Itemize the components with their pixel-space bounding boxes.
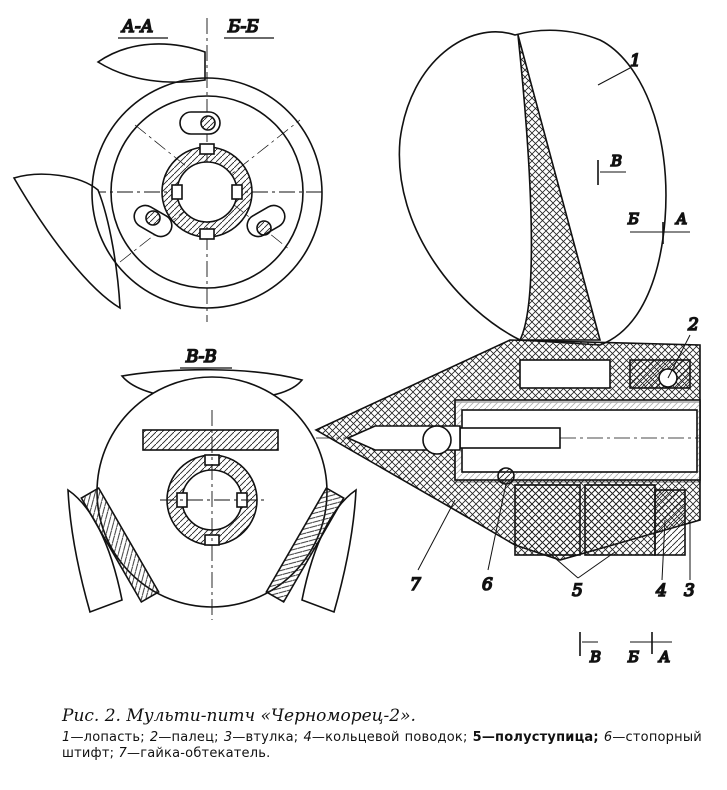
legend-item: 5—полуступица;: [473, 730, 599, 745]
section-aa-bb-view: А-А Б-Б: [12, 16, 323, 322]
legend-item: 1—лопасть;: [62, 730, 145, 745]
legend-item-number: 1: [62, 730, 71, 745]
callout-5: 5: [572, 581, 583, 601]
marker-v-top: В: [610, 152, 622, 170]
legend-item-text: —лопасть;: [70, 730, 145, 745]
legend-item-number: 6: [603, 730, 613, 745]
legend-item-number: 7: [118, 746, 128, 761]
marker-v-bottom: В: [589, 648, 601, 666]
section-label-vv: В-В: [185, 347, 217, 367]
marker-a-top: А: [675, 210, 687, 228]
section-label-bb: Б-Б: [227, 17, 259, 37]
main-section-view: В Б А В Б А 1 2 3 4 5 6 7: [314, 29, 701, 667]
legend-item: 4—кольцевой поводок;: [303, 730, 467, 745]
technical-drawing: А-А Б-Б: [12, 16, 701, 667]
callout-7: 7: [410, 575, 421, 595]
legend-item-text: —гайка-обтекатель.: [127, 746, 271, 761]
caption-title: Рис. 2. Мульти-питч «Черноморец-2».: [62, 706, 416, 726]
section-vv-view: В-В: [67, 346, 357, 620]
callout-6: 6: [482, 575, 493, 595]
marker-b-top: Б: [627, 210, 639, 228]
legend-item: 3—втулка;: [224, 730, 299, 745]
legend-item: 2—палец;: [150, 730, 219, 745]
legend-item-number: 2: [149, 730, 159, 745]
legend-item-number: 5: [472, 730, 482, 745]
caption-legend: 1—лопасть; 2—палец; 3—втулка; 4—кольцево…: [62, 730, 702, 762]
legend-item: 6—стопорный штифт;: [62, 730, 702, 761]
legend-item-text: —палец;: [158, 730, 219, 745]
legend-item-number: 3: [223, 730, 233, 745]
legend-item: 7—гайка-обтекатель.: [119, 746, 271, 761]
legend-item-text: —стопорный штифт;: [62, 730, 702, 761]
figure-caption: Рис. 2. Мульти-питч «Черноморец-2». 1—ло…: [62, 706, 702, 762]
legend-item-number: 4: [303, 730, 312, 745]
marker-a-bottom: А: [658, 648, 670, 666]
legend-item-text: —кольцевой поводок;: [311, 730, 468, 745]
callout-1: 1: [630, 51, 641, 71]
legend-item-text: —втулка;: [232, 730, 299, 745]
legend-item-text: —полуступица;: [481, 730, 599, 745]
section-label-aa: А-А: [121, 17, 154, 37]
callout-2: 2: [687, 315, 699, 335]
callout-3: 3: [684, 581, 695, 601]
callout-4: 4: [655, 581, 667, 601]
marker-b-bottom: Б: [627, 648, 639, 666]
